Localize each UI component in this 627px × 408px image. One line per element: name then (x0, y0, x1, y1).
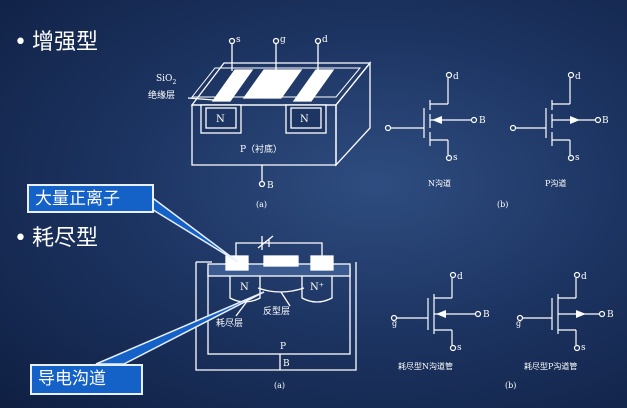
dep-n-right (301, 276, 333, 303)
drain-electrode (292, 69, 335, 102)
enh-n-d: d (453, 72, 459, 82)
enh-n-caption: N沟道 (428, 178, 451, 188)
dep-label-depletion: 耗尽层 (216, 318, 243, 329)
enh-p-arrow (570, 116, 580, 124)
source-electrode (211, 69, 254, 102)
dep-label-inversion: 反型层 (263, 306, 290, 317)
dep-p-s: s (581, 343, 586, 353)
dep-label-b: B (283, 359, 290, 369)
enh-n-symbol (384, 71, 478, 162)
label-n-left: N (216, 114, 225, 125)
label-g-top: g (280, 35, 286, 45)
dep-gate-electrode (263, 255, 299, 267)
substrate-side (335, 61, 371, 167)
caption-bottom-b: (b) (505, 381, 516, 390)
label-n-right: N (300, 114, 309, 125)
caption-bottom-a: (a) (274, 381, 285, 390)
enh-p-b: B (602, 116, 609, 126)
callout-positive-ions: 大量正离子 (27, 184, 154, 213)
dep-n-symbol (390, 271, 482, 352)
label-d-top: d (322, 35, 328, 45)
dep-drain-electrode (310, 255, 334, 271)
callout-conductive-channel: 导电沟道 (30, 364, 143, 395)
label-b-top: B (267, 181, 274, 191)
caption-top-b: (b) (497, 200, 508, 209)
enh-n-b: B (479, 116, 486, 126)
dep-label-n-left: N (240, 282, 249, 293)
oxide-layer (190, 67, 362, 98)
dep-n-d: d (457, 272, 463, 282)
enh-p-d: d (575, 72, 581, 82)
dep-n-arrow (436, 310, 446, 318)
label-insulator: 绝缘层 (148, 89, 175, 101)
dep-label-p: P (280, 342, 286, 352)
ions-pointer (149, 194, 239, 263)
dep-p-b: B (607, 310, 614, 320)
depletion-device (195, 235, 357, 371)
dep-p-symbol (516, 271, 606, 352)
dep-channel (257, 287, 305, 293)
dep-label-n-right: N⁺ (310, 282, 324, 293)
gate-electrode (242, 69, 303, 99)
enh-p-s: s (575, 153, 580, 163)
dep-n-b: B (483, 310, 490, 320)
bullet-enhancement-text: 增强型 (32, 30, 99, 55)
enh-n-arrow (432, 116, 442, 124)
enh-p-symbol (509, 71, 602, 162)
dep-p-d: d (581, 272, 587, 282)
dep-p-caption: 耗尽型P沟道管 (524, 361, 577, 371)
enh-n-s: s (453, 153, 458, 163)
dep-n-caption: 耗尽型N沟道管 (398, 361, 453, 371)
enh-p-caption: P沟道 (545, 178, 566, 188)
label-sio2: SiO2 (156, 74, 176, 86)
bullet-enhancement: •增强型 (14, 30, 99, 55)
caption-top-a: (a) (256, 200, 267, 209)
label-s-top: s (236, 35, 241, 45)
dep-p-g: g (516, 319, 521, 328)
dep-n-g: g (392, 319, 397, 328)
enhancement-device (187, 37, 372, 188)
dep-n-s: s (457, 343, 462, 353)
dep-source-electrode (225, 255, 249, 271)
dep-p-arrow (576, 310, 586, 318)
label-substrate: P（衬底） (240, 143, 282, 155)
bullet-depletion-text: 耗尽型 (32, 226, 99, 251)
bullet-depletion: •耗尽型 (14, 226, 99, 251)
